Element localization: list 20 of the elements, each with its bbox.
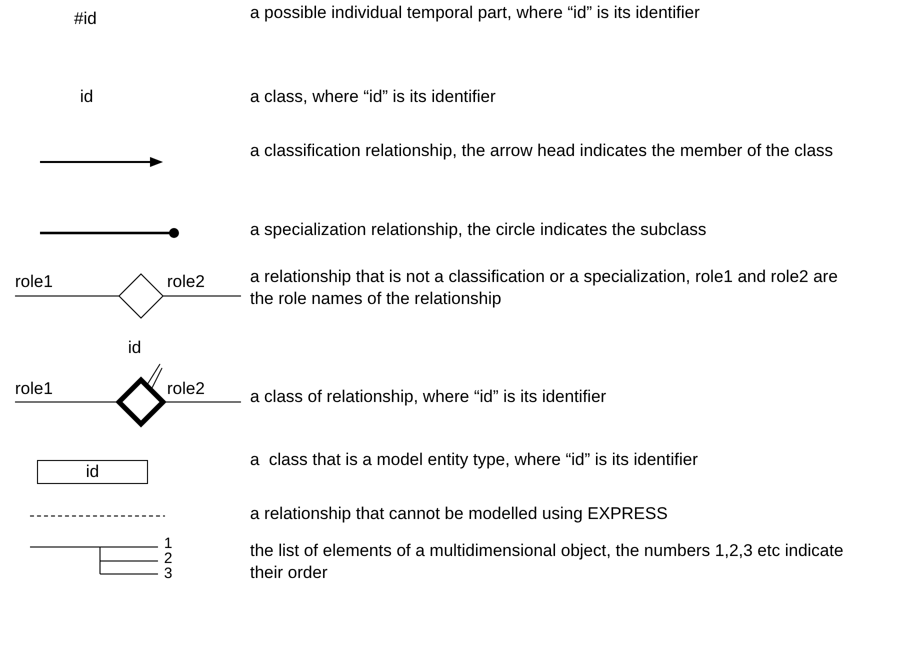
description-text: a relationship that cannot be modelled using EXPRESS <box>250 503 669 525</box>
description-text: a possible individual temporal part, where “id” is its identifier <box>250 2 701 24</box>
description-text: a class, where “id” is its identifier <box>250 86 497 108</box>
role-name: role1 <box>15 273 53 291</box>
symbol-label: id <box>128 339 142 357</box>
entity-type-box: id <box>37 460 148 484</box>
symbol-label: #id <box>74 10 97 28</box>
description-text: a specialization relationship, the circle indicates the subclass <box>250 219 708 241</box>
description-text: a classification relationship, the arrow head indicates the member of the class <box>250 140 834 162</box>
description-text: the list of elements of a multidimensional object, the numbers 1,2,3 etc indicate their order <box>250 540 844 584</box>
symbol-label: id <box>80 88 94 106</box>
order-number: 2 <box>164 551 172 567</box>
role-name: role1 <box>15 380 53 398</box>
order-number: 1 <box>164 536 172 552</box>
order-number: 3 <box>164 566 172 582</box>
role-name: role2 <box>167 273 205 291</box>
description-text: a class of relationship, where “id” is its identifier <box>250 386 608 408</box>
description-text: a relationship that is not a classification or a specialization, role1 and role2 are the role names of the relationship <box>250 266 839 310</box>
description-text: a class that is a model entity type, where “id” is its identifier <box>250 449 699 471</box>
role-name: role2 <box>167 380 205 398</box>
